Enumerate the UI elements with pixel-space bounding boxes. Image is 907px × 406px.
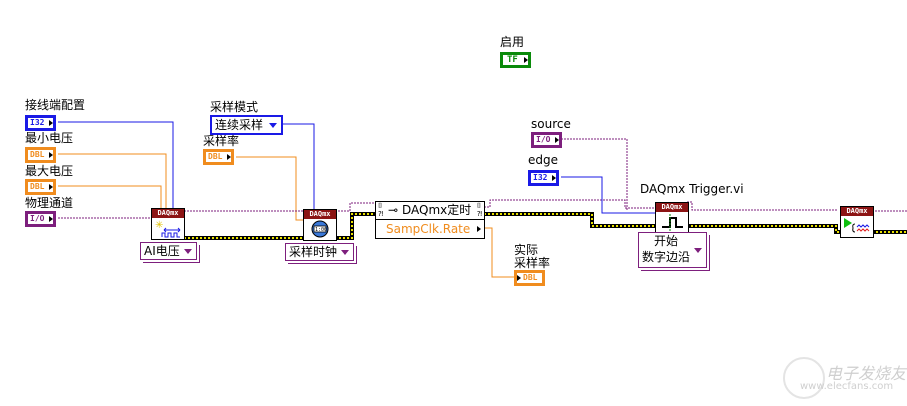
sample-mode-control[interactable]: 连续采样 — [210, 115, 284, 135]
wire-sample-mode — [278, 123, 315, 210]
plug-icon: ⊸ — [388, 203, 399, 217]
terminal-config-control[interactable]: I32 — [25, 115, 56, 131]
error-wire — [184, 212, 907, 240]
trigger-vi-label: DAQmx Trigger.vi — [640, 182, 744, 196]
output-arrow-icon — [49, 152, 53, 158]
wire-sample-rate — [236, 156, 303, 221]
reference-in-icon: ⌷⁈ — [378, 202, 384, 218]
dropdown-arrow-icon — [341, 250, 350, 255]
output-arrow-icon — [477, 226, 481, 232]
physical-channel-control[interactable]: I/O — [25, 211, 56, 227]
physical-channel-label: 物理通道 — [25, 196, 74, 210]
sample-rate-control[interactable]: DBL — [203, 149, 234, 165]
output-arrow-icon — [49, 120, 53, 126]
daqmx-start-task-vi[interactable]: DAQmx — [840, 206, 874, 238]
digital-edge-icon — [662, 214, 683, 231]
actual-rate-label-line1: 实际 — [514, 243, 539, 257]
dropdown-arrow-icon — [183, 249, 192, 254]
actual-rate-label-line2: 采样率 — [514, 256, 551, 270]
sample-mode-label: 采样模式 — [210, 100, 259, 114]
channel-type-selector[interactable]: AI电压 — [140, 242, 197, 260]
dropdown-arrow-icon — [269, 123, 278, 128]
dropdown-arrow-icon — [694, 248, 702, 253]
wire-task-io-3 — [484, 199, 655, 209]
property-node-title: DAQmx定时 — [402, 203, 472, 217]
max-voltage-control[interactable]: DBL — [25, 179, 56, 195]
daqmx-timing-vi[interactable]: DAQmx 1:00 — [303, 209, 337, 241]
min-voltage-control[interactable]: DBL — [25, 147, 56, 163]
output-arrow-icon — [524, 57, 528, 63]
min-voltage-label: 最小电压 — [25, 131, 74, 145]
edge-control[interactable]: I32 — [528, 170, 559, 186]
output-arrow-icon — [49, 184, 53, 190]
clock-icon: 1:00 — [311, 220, 329, 238]
wire-task-io-2 — [335, 202, 375, 212]
edge-label: edge — [528, 153, 558, 167]
daqmx-timing-property-node[interactable]: ⌷⁈ ⊸ DAQmx定时 ⌷⁈ SampClk.Rate — [375, 201, 485, 239]
daqmx-create-channel-vi[interactable]: DAQmx ✳ — [151, 208, 185, 240]
create-channel-icon: ✳ — [155, 220, 181, 238]
output-arrow-icon — [227, 154, 231, 160]
source-label: source — [531, 117, 571, 131]
watermark-url: www.elecfans.com — [800, 381, 894, 392]
wire-task-io-4 — [687, 201, 838, 211]
start-play-icon — [844, 218, 870, 233]
sample-rate-label: 采样率 — [203, 134, 240, 148]
source-control[interactable]: I/O — [531, 132, 562, 148]
terminal-config-label: 接线端配置 — [25, 98, 86, 112]
enable-label: 启用 — [500, 35, 525, 49]
watermark-title: 电子发烧友 — [826, 364, 907, 383]
output-arrow-icon — [552, 175, 556, 181]
output-arrow-icon — [555, 137, 559, 143]
reference-out-icon: ⌷⁈ — [476, 202, 482, 218]
wire-source — [561, 138, 628, 210]
svg-text:✳: ✳ — [155, 220, 163, 231]
watermark-logo-icon — [783, 357, 825, 399]
svg-text:1:00: 1:00 — [315, 227, 327, 233]
actual-rate-indicator: DBL — [514, 270, 545, 286]
enable-control[interactable]: TF — [500, 52, 531, 68]
wire-edge — [561, 176, 655, 214]
max-voltage-label: 最大电压 — [25, 164, 74, 178]
wire-min-voltage — [58, 153, 167, 210]
property-sampclk-rate[interactable]: SampClk.Rate — [376, 220, 484, 238]
wire-max-voltage — [58, 185, 162, 210]
trigger-type-selector[interactable]: 开始 数字边沿 — [638, 232, 707, 268]
wire-actual-rate — [484, 227, 515, 278]
output-arrow-icon — [49, 216, 53, 222]
wire-terminal-config — [58, 121, 174, 210]
daqmx-trigger-vi[interactable]: DAQmx — [655, 202, 689, 234]
input-arrow-icon — [517, 275, 521, 281]
timing-type-selector[interactable]: 采样时钟 — [285, 243, 355, 261]
